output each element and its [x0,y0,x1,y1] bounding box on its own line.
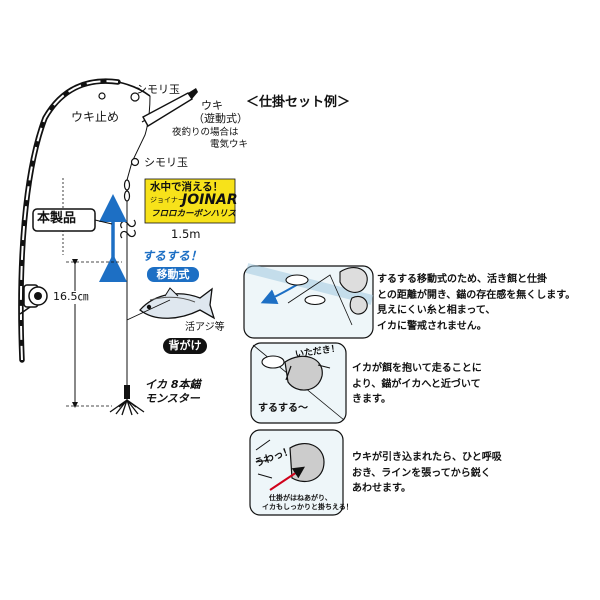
label-product: 本製品 [37,211,77,226]
label-ika8-2: モンスター [145,392,200,405]
sliding-loop-icon [120,219,136,239]
squid-jig-icon [109,385,145,416]
panel-2-line: より、錨がイカへと近づいて [352,378,481,390]
label-suichu: 水中で消える！ [150,181,224,193]
label-length-15: 1.5m [171,227,201,241]
joinar-label-bg [144,178,236,224]
length-dimension [62,178,122,408]
panel-3-note-2: イカもしっかりと掛ちえる！ [262,503,353,511]
panel-2-illustration [250,342,347,424]
panel-1-line: 見えにくい糸と相まって、 [377,305,496,316]
label-joinar-small: ジョイナー [150,196,185,204]
swivel-icon [123,179,131,202]
label-uki: ウキ [201,99,223,112]
panel-1-line: イカに警戒されません。 [377,320,487,332]
joinar-logo: JOINAR [182,192,238,208]
badge-idoshiki: 移動式 [147,267,199,282]
label-uki-type: （遊動式） [193,112,248,125]
reel-icon [19,284,48,315]
panel-2-caption: するする～ [258,403,308,414]
fishing-rod [18,78,151,363]
shimori-bead-top [130,92,140,102]
label-ika8-1: イカ 8本錨 [145,378,201,391]
panel-1-line: との距離が開き、錨の存在感を無くします。 [377,289,576,301]
panel-2-line: イカが餌を抱いて走ることに [352,363,482,374]
panel-1-illustration [243,263,374,339]
panel-3-text: ウキが引き込まれたら、ひと呼吸 おき、ラインを張ってから鋭く あわせます。 [352,450,502,497]
bait-fish-icon [139,287,216,320]
panel-3-line: ウキが引き込まれたら、ひと呼吸 [352,452,502,463]
label-katsuaji: 活アジ等 [185,322,225,333]
label-length-165: 16.5㎝ [53,290,89,304]
label-ukidome: ウキ止め [71,110,120,124]
label-shimoridama-top: シモリ玉 [136,83,180,96]
panel-2-text: イカが餌を抱いて走ることに より、錨がイカへと近づいて きます。 [352,361,482,408]
panel-1-line: するする移動式のため、活き餌と仕掛 [377,274,547,285]
panel-3-line: あわせます。 [352,483,411,494]
badge-segake: 背がけ [163,338,207,354]
panel-3-line: おき、ラインを張ってから鋭く [352,467,491,479]
shimori-bead-mid [130,157,140,167]
float-stopper-bead [98,92,106,100]
label-surusuru: するする！ [142,249,203,263]
main-line [126,95,151,400]
label-shimoridama-mid: シモリ玉 [144,156,188,169]
panel-2-line: きます。 [352,394,391,405]
float-icon [141,88,198,127]
label-joinar-sub: フロロカーボンハリス [151,209,237,219]
diagram-title: ＜仕掛セット例＞ [246,95,351,110]
bait-hook-line [126,299,171,321]
panel-1-text: するする移動式のため、活き餌と仕掛 との距離が開き、錨の存在感を無くします。 見… [377,272,575,334]
panel-3-note-1: 仕掛がはねあがり、 [269,494,332,502]
label-night-note-1: 夜釣りの場合は [172,127,239,138]
label-night-note-2: 電気ウキ [210,139,249,150]
panel-3-illustration [249,429,344,516]
